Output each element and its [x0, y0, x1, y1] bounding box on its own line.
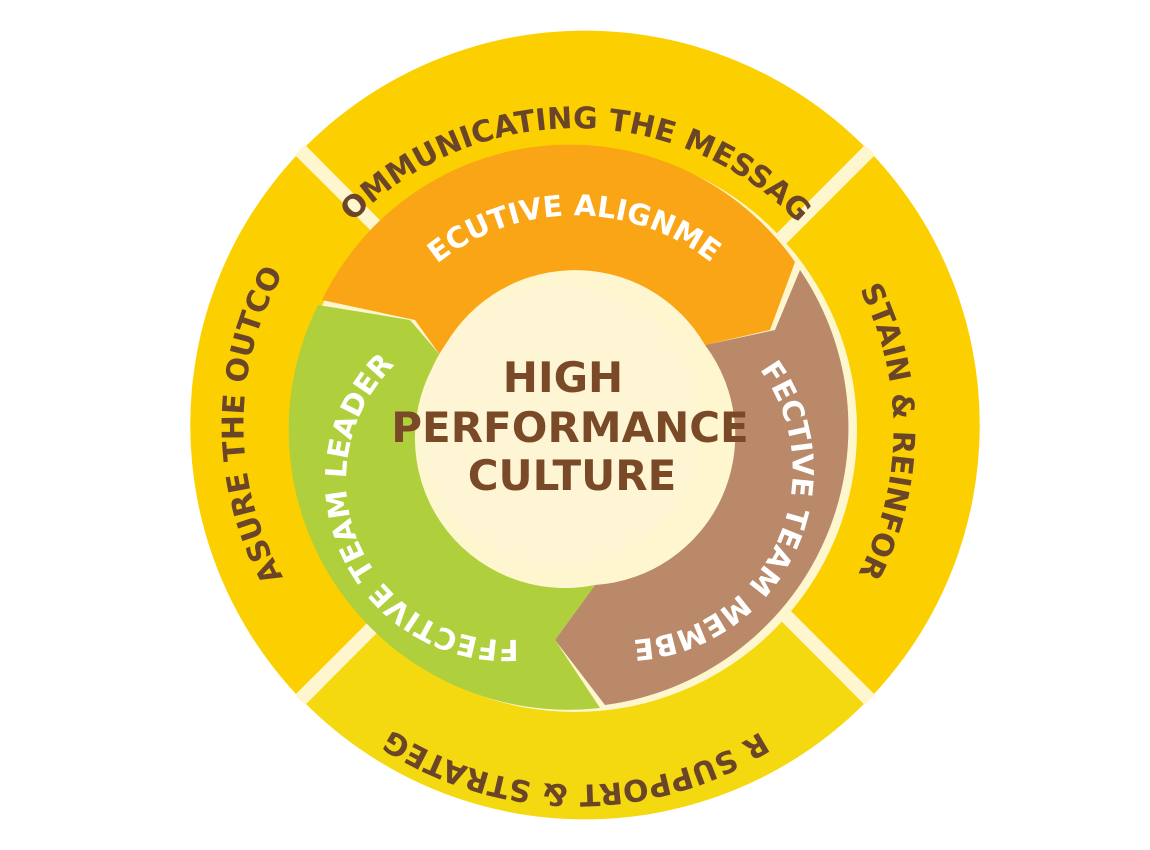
arrow-executive-alignment[interactable]: [322, 144, 795, 355]
center-circle: [420, 285, 700, 565]
center-line-2: PERFORMANCE: [391, 403, 749, 452]
arrow-effective-team-leaders[interactable]: [288, 305, 600, 710]
center-line-3: CULTURE: [468, 451, 677, 500]
center-label: HIGH PERFORMANCE CULTURE: [391, 353, 749, 500]
outer-label-measure: MEASURE THE OUTCOME: [0, 0, 290, 590]
outer-segment-right[interactable]: [784, 156, 980, 694]
arrow-effective-team-members[interactable]: [555, 270, 849, 705]
center-line-1: HIGH: [503, 353, 623, 402]
